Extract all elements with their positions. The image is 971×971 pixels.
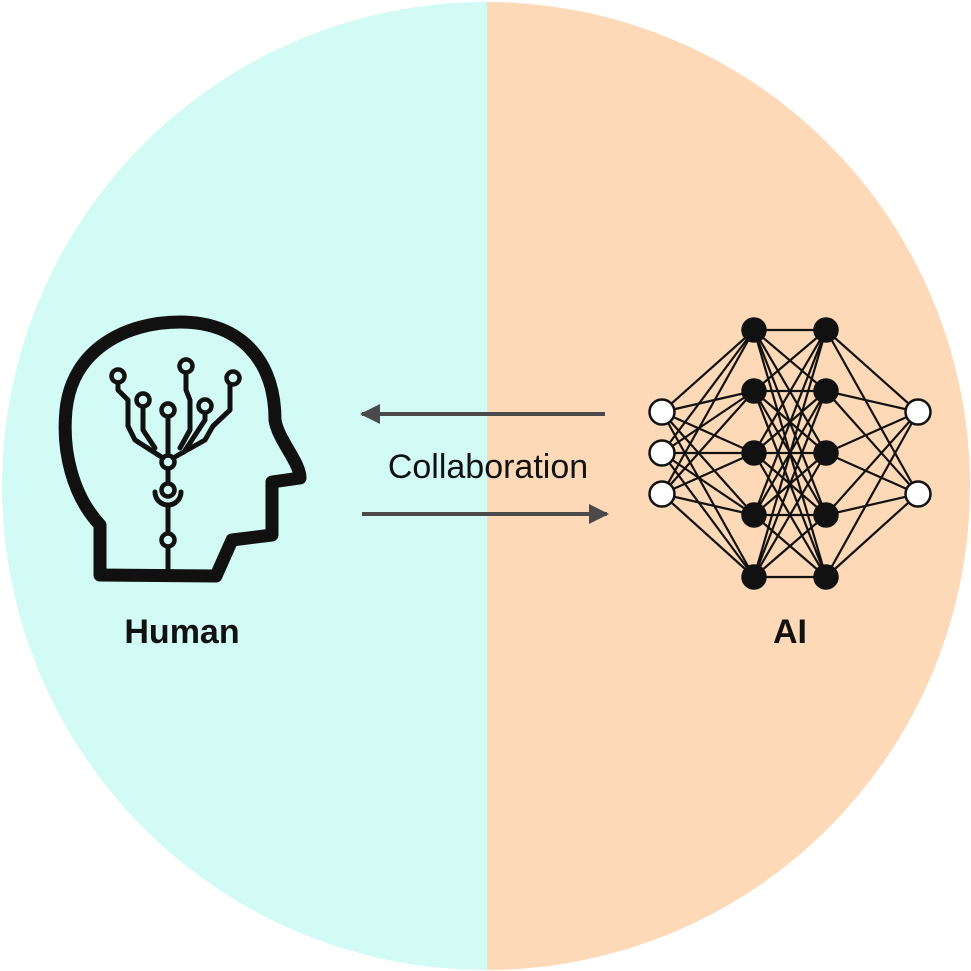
network-edge bbox=[752, 329, 828, 578]
network-edge bbox=[661, 329, 755, 413]
human-head-circuit-icon bbox=[58, 315, 307, 583]
network-edges bbox=[661, 328, 919, 579]
hidden-node bbox=[741, 502, 767, 528]
hidden-node bbox=[741, 378, 767, 404]
network-edge bbox=[661, 390, 755, 454]
network-edge bbox=[661, 493, 755, 578]
network-edge bbox=[825, 492, 919, 517]
network-edge bbox=[825, 410, 919, 455]
network-edge bbox=[753, 329, 827, 392]
output-node bbox=[904, 398, 932, 426]
network-edge bbox=[661, 329, 755, 495]
network-edge bbox=[825, 451, 919, 496]
network-edge bbox=[825, 493, 919, 578]
hidden-node bbox=[813, 317, 839, 343]
network-edge bbox=[825, 389, 919, 414]
collaboration-arrows bbox=[360, 404, 609, 524]
input-node bbox=[648, 480, 676, 508]
human-label: Human bbox=[124, 613, 239, 651]
network-edge bbox=[825, 411, 919, 516]
hidden-node bbox=[813, 502, 839, 528]
network-edge bbox=[661, 329, 755, 454]
network-edge bbox=[661, 390, 755, 495]
hidden-node bbox=[741, 317, 767, 343]
network-edge bbox=[661, 492, 755, 517]
hidden-node bbox=[741, 440, 767, 466]
hidden-node bbox=[741, 564, 767, 590]
collaboration-label: Collaboration bbox=[388, 448, 588, 486]
network-edge bbox=[753, 329, 827, 454]
network-edge bbox=[661, 411, 755, 516]
network-edge bbox=[661, 452, 755, 578]
network-nodes bbox=[648, 317, 932, 590]
network-edge bbox=[661, 410, 755, 455]
network-edge bbox=[752, 329, 828, 516]
hidden-node bbox=[813, 378, 839, 404]
network-edge bbox=[661, 452, 755, 516]
neural-network-icon bbox=[648, 317, 932, 590]
network-edge bbox=[661, 411, 755, 578]
network-edge bbox=[661, 389, 755, 414]
network-edge bbox=[661, 451, 755, 496]
network-edge bbox=[825, 390, 919, 495]
network-edge bbox=[753, 452, 827, 578]
output-node bbox=[904, 480, 932, 508]
hidden-node bbox=[813, 440, 839, 466]
input-node bbox=[648, 398, 676, 426]
network-edge bbox=[825, 329, 919, 495]
network-edge bbox=[752, 390, 828, 578]
network-edge bbox=[825, 411, 919, 578]
network-edge bbox=[825, 329, 919, 413]
network-edge bbox=[753, 514, 827, 578]
ai-label: AI bbox=[773, 613, 807, 651]
input-node bbox=[648, 439, 676, 467]
hidden-node bbox=[813, 564, 839, 590]
